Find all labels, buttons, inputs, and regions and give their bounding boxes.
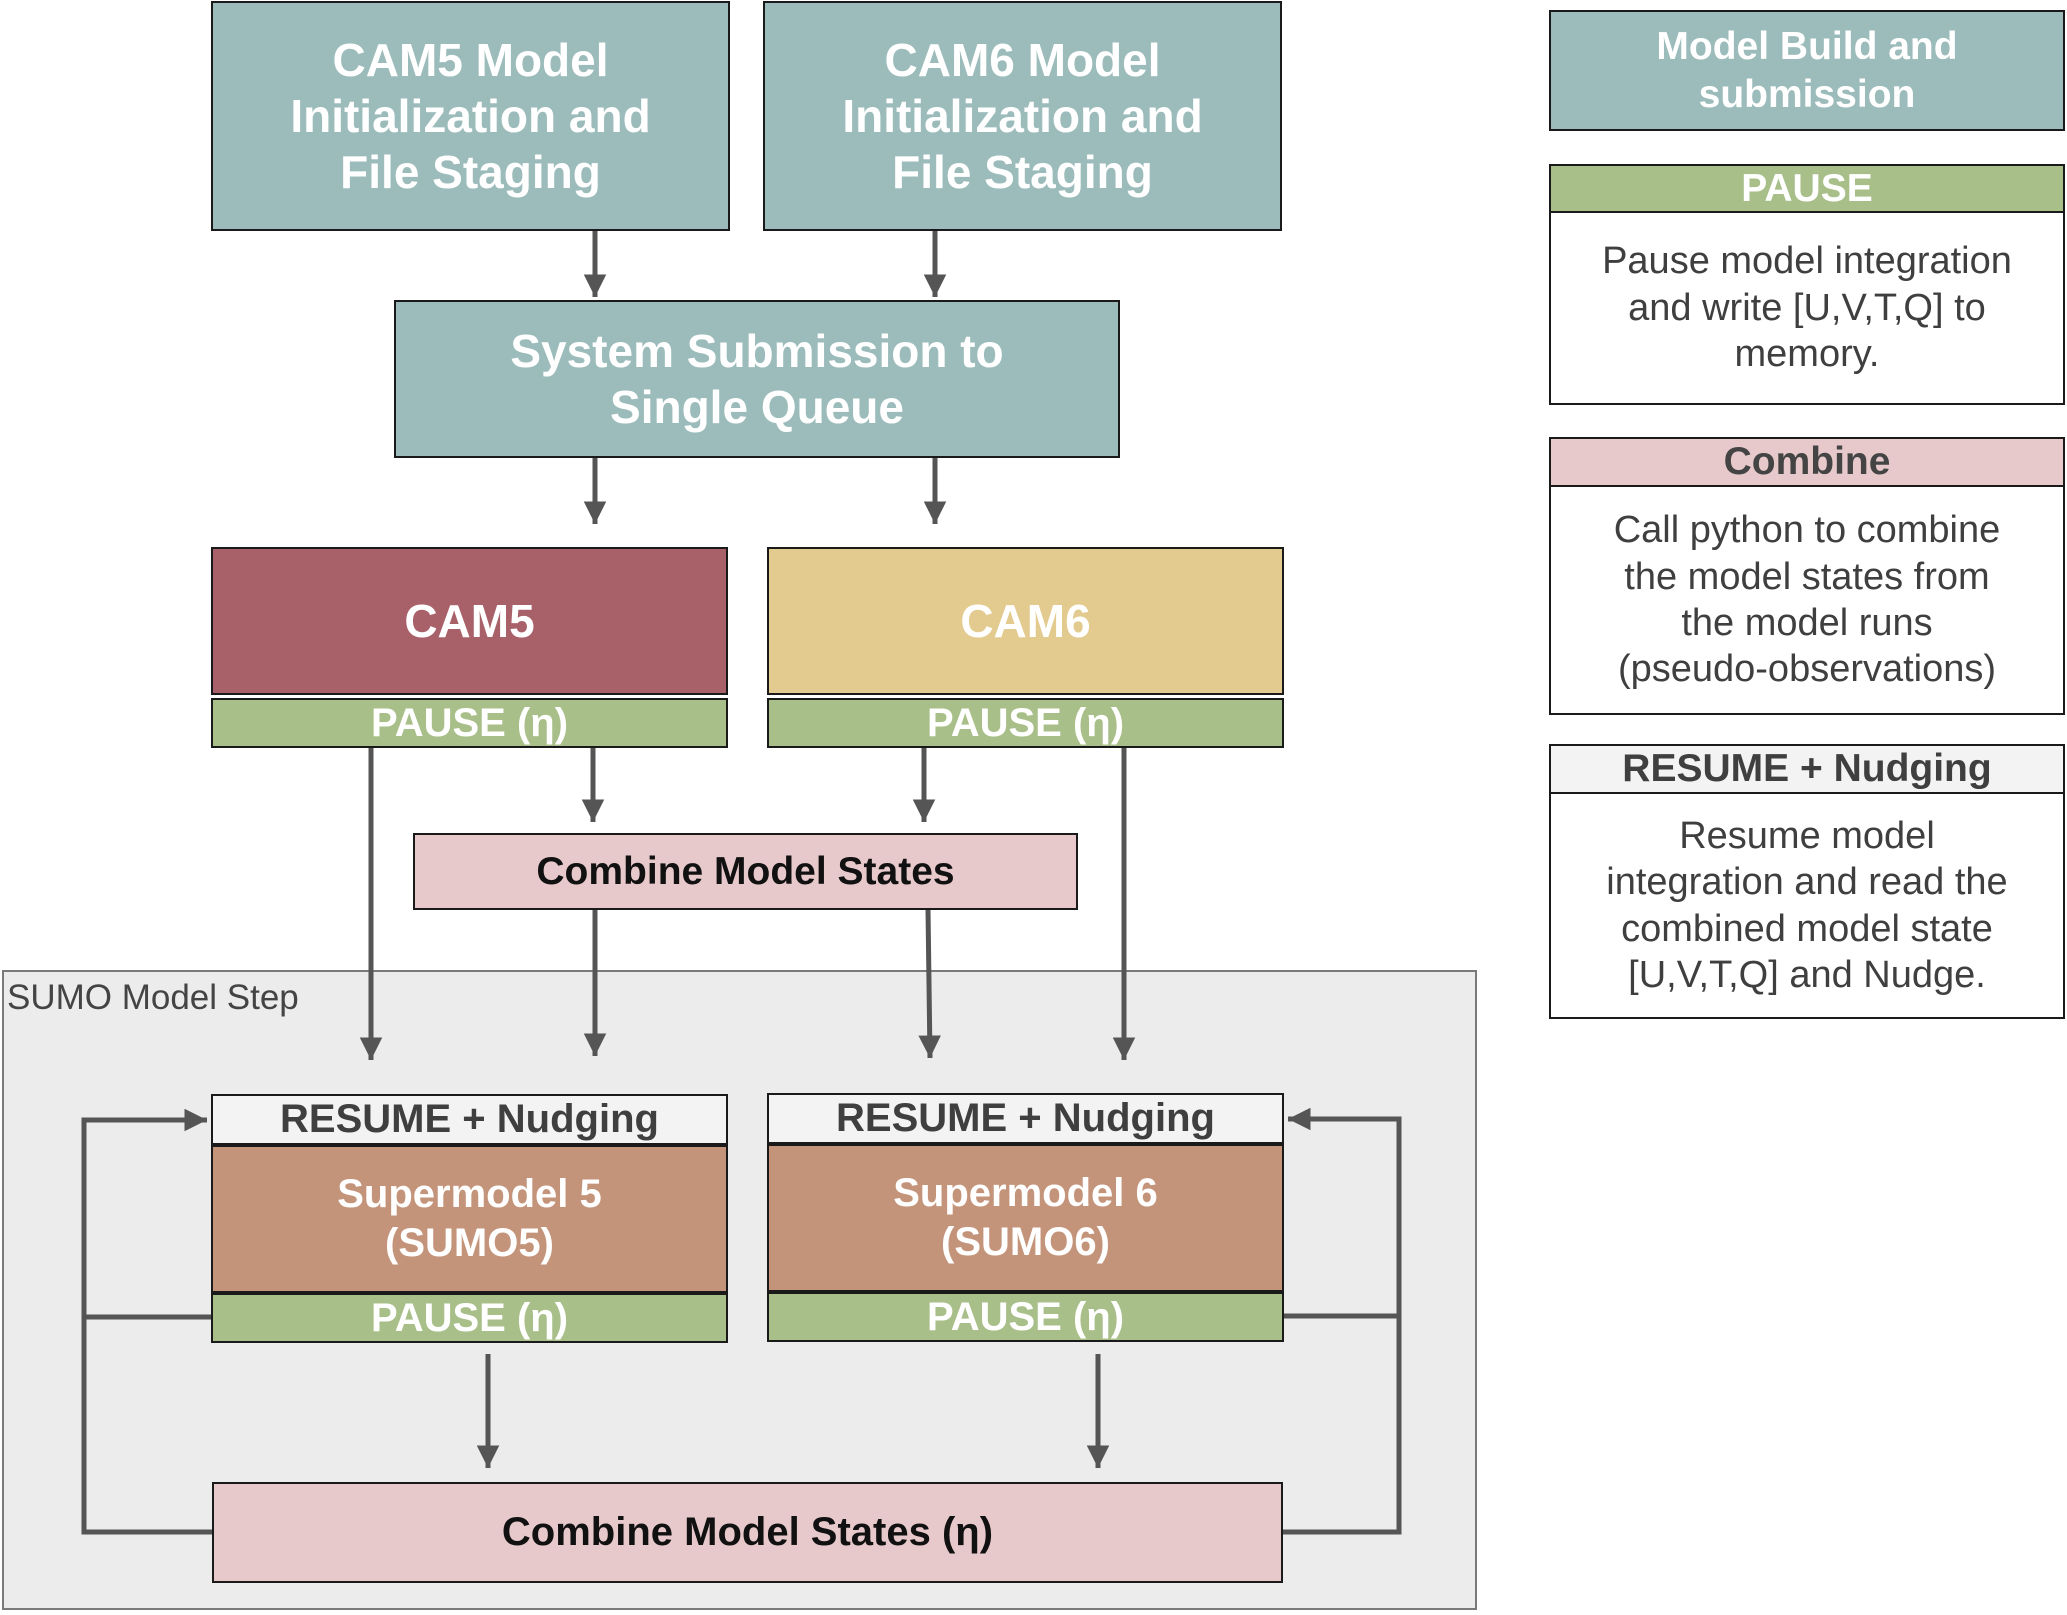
sumo5-resume-bar: RESUME + Nudging (211, 1094, 728, 1145)
loop-left-combine-to-sumo5 (81, 1108, 212, 1535)
legend-resume-body: Resume model integration and read the co… (1549, 792, 2065, 1019)
sumo6-label: Supermodel 6 (SUMO6) (893, 1171, 1158, 1264)
combine-model-states-eta-box: Combine Model States (η) (212, 1482, 1283, 1583)
cam5-label: CAM5 (404, 595, 535, 647)
sumo5-label: Supermodel 5 (SUMO5) (337, 1172, 602, 1265)
cam5-init-label: CAM5 Model Initialization and File Stagi… (290, 33, 651, 199)
cam5-box: CAM5 (211, 547, 728, 695)
sumo5-pause-label: PAUSE (η) (370, 1295, 569, 1340)
loop-right-combine-to-sumo6 (1282, 1107, 1402, 1535)
legend-resume-header: RESUME + Nudging (1549, 744, 2065, 794)
cam6-init-label: CAM6 Model Initialization and File Stagi… (842, 33, 1203, 199)
cam6-label: CAM6 (960, 595, 1091, 647)
sumo5-resume-label: RESUME + Nudging (280, 1097, 659, 1141)
legend-build-box: Model Build and submission (1549, 10, 2065, 131)
legend-combine-body: Call python to combine the model states … (1549, 485, 2065, 715)
legend-resume-title: RESUME + Nudging (1622, 747, 1992, 790)
cam5-pause-label: PAUSE (η) (370, 700, 569, 745)
combine-model-states-eta-label: Combine Model States (η) (501, 1510, 994, 1554)
sumo5-box: Supermodel 5 (SUMO5) (211, 1145, 728, 1293)
arrow-combine-to-sumo6 (918, 908, 941, 1059)
legend-combine-desc: Call python to combine the model states … (1613, 509, 2001, 691)
legend-resume-desc: Resume model integration and read the co… (1606, 814, 2008, 996)
legend-combine-title: Combine (1723, 440, 1891, 483)
legend-pause-desc: Pause model integration and write [U,V,T… (1602, 240, 2012, 376)
cam6-pause-label: PAUSE (η) (926, 700, 1125, 745)
cam6-box: CAM6 (767, 547, 1284, 695)
system-submission-label: System Submission to Single Queue (510, 324, 1004, 433)
legend-pause-title: PAUSE (1741, 166, 1873, 210)
legend-build-label: Model Build and submission (1656, 24, 1958, 116)
cam5-init-box: CAM5 Model Initialization and File Stagi… (211, 1, 730, 231)
combine-model-states-box: Combine Model States (413, 833, 1078, 910)
legend-combine-header: Combine (1549, 437, 2065, 487)
sumo6-resume-label: RESUME + Nudging (836, 1096, 1215, 1140)
system-submission-box: System Submission to Single Queue (394, 300, 1120, 458)
sumo6-pause-label: PAUSE (η) (926, 1294, 1125, 1339)
sumo6-box: Supermodel 6 (SUMO6) (767, 1144, 1284, 1292)
sumo-model-step-label: SUMO Model Step (7, 978, 299, 1017)
sumo6-pause-bar: PAUSE (η) (767, 1292, 1284, 1342)
sumo6-resume-bar: RESUME + Nudging (767, 1093, 1284, 1144)
legend-pause-body: Pause model integration and write [U,V,T… (1549, 211, 2065, 405)
legend-pause-header: PAUSE (1549, 164, 2065, 213)
sumo5-pause-bar: PAUSE (η) (211, 1293, 728, 1343)
combine-model-states-label: Combine Model States (536, 849, 955, 893)
cam5-pause-bar: PAUSE (η) (211, 698, 728, 748)
cam6-pause-bar: PAUSE (η) (767, 698, 1284, 748)
cam6-init-box: CAM6 Model Initialization and File Stagi… (763, 1, 1282, 231)
